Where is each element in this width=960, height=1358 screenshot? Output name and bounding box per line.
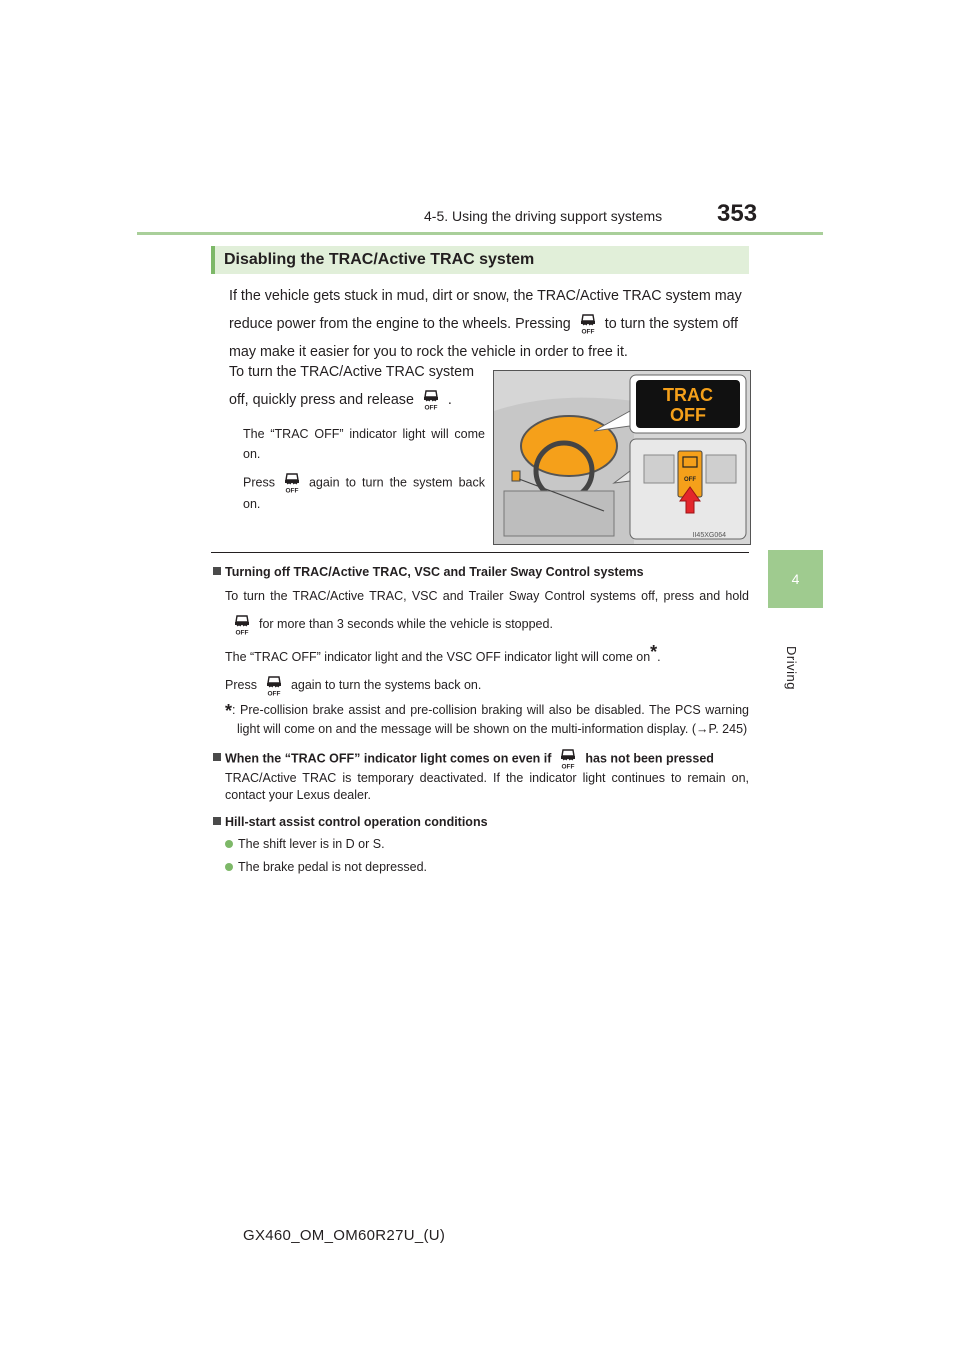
note-title-text: has not been pressed xyxy=(585,751,714,766)
indicator-text-trac: TRAC xyxy=(663,385,713,405)
square-bullet-icon xyxy=(213,753,221,762)
steps-block: To turn the TRAC/Active TRAC system off,… xyxy=(229,358,485,514)
list-item: The brake pedal is not depressed. xyxy=(225,857,749,878)
note-text: Press xyxy=(225,678,257,692)
note-text: To turn the TRAC/Active TRAC, VSC and Tr… xyxy=(225,589,749,603)
note-title-hill-start: Hill-start assist control operation cond… xyxy=(213,812,749,832)
trac-off-switch-icon xyxy=(231,614,253,636)
note-body-press-again: Press again to turn the systems back on. xyxy=(225,671,749,699)
notes-block: Turning off TRAC/Active TRAC, VSC and Tr… xyxy=(213,562,749,878)
list-item-text: The brake pedal is not depressed. xyxy=(238,860,428,874)
step-text-a: To turn the TRAC/Active TRAC system off,… xyxy=(229,364,474,408)
illustration-code: II45XG064 xyxy=(693,532,727,539)
intro-paragraph: If the vehicle gets stuck in mud, dirt o… xyxy=(229,282,749,366)
step-instruction: To turn the TRAC/Active TRAC system off,… xyxy=(229,358,485,414)
press-text-a: Press xyxy=(243,475,275,490)
section-heading-text: Disabling the TRAC/Active TRAC system xyxy=(224,251,535,268)
asterisk: * xyxy=(225,701,233,721)
header-rule xyxy=(137,232,823,235)
square-bullet-icon xyxy=(213,567,221,575)
note-body-hold: To turn the TRAC/Active TRAC, VSC and Tr… xyxy=(225,582,749,638)
document-code: GX460_OM_OM60R27U_(U) xyxy=(243,1227,446,1244)
indicator-note: The “TRAC OFF” indicator light will come… xyxy=(243,427,485,461)
running-header-section: 4-5. Using the driving support systems xyxy=(424,208,663,224)
note-title-text: Turning off TRAC/Active TRAC, VSC and Tr… xyxy=(225,565,644,579)
footnote-text: : Pre-collision brake assist and pre-col… xyxy=(232,703,749,736)
note-title-text: When the “TRAC OFF” indicator light come… xyxy=(225,751,552,766)
list-item: The shift lever is in D or S. xyxy=(225,834,749,855)
note-title-text: Hill-start assist control operation cond… xyxy=(225,815,488,829)
note-title-indicator-on: When the “TRAC OFF” indicator light come… xyxy=(213,748,749,770)
trac-off-switch-icon xyxy=(263,675,285,697)
bullet-dot-icon xyxy=(225,840,233,848)
trac-off-switch-icon xyxy=(577,313,599,335)
section-heading: Disabling the TRAC/Active TRAC system xyxy=(211,246,749,274)
press-text-b: again to turn the system back on. xyxy=(243,475,485,511)
trac-off-switch-icon xyxy=(281,472,303,494)
note-text: The “TRAC OFF” indicator light and the V… xyxy=(225,650,651,664)
note-body-indicator: The “TRAC OFF” indicator light and the V… xyxy=(225,638,749,671)
dashboard-illustration: TRAC OFF OFF II45XG064 xyxy=(493,370,751,545)
trac-off-switch-icon xyxy=(420,389,442,411)
note-text: for more than 3 seconds while the vehicl… xyxy=(259,617,553,631)
notes-rule xyxy=(211,552,749,553)
heading-accent-bar xyxy=(211,246,215,274)
list-item-text: The shift lever is in D or S. xyxy=(238,837,385,851)
intro-text-a: If the vehicle gets stuck in mud, dirt o… xyxy=(229,288,742,332)
indicator-text-off: OFF xyxy=(670,405,706,425)
bullet-dot-icon xyxy=(225,863,233,871)
chapter-tab[interactable]: 4 xyxy=(768,550,823,608)
trac-off-switch-icon xyxy=(557,748,579,770)
chapter-label: Driving xyxy=(784,646,799,690)
intro-text-b: to turn the system off may make it easie… xyxy=(229,316,738,360)
switch-label: OFF xyxy=(684,477,696,483)
asterisk: * xyxy=(650,642,658,662)
note-title-turning-off: Turning off TRAC/Active TRAC, VSC and Tr… xyxy=(213,562,749,582)
red-arrow-icon xyxy=(679,486,701,514)
step-text-b: . xyxy=(447,392,452,408)
note-body-deactivated: TRAC/Active TRAC is temporary deactivate… xyxy=(225,771,749,802)
footnote-pcs: *: Pre-collision brake assist and pre-co… xyxy=(225,701,749,738)
note-text: . xyxy=(657,650,661,664)
square-bullet-icon xyxy=(213,817,221,825)
note-text: again to turn the systems back on. xyxy=(290,678,482,692)
page-number: 353 xyxy=(717,200,758,227)
